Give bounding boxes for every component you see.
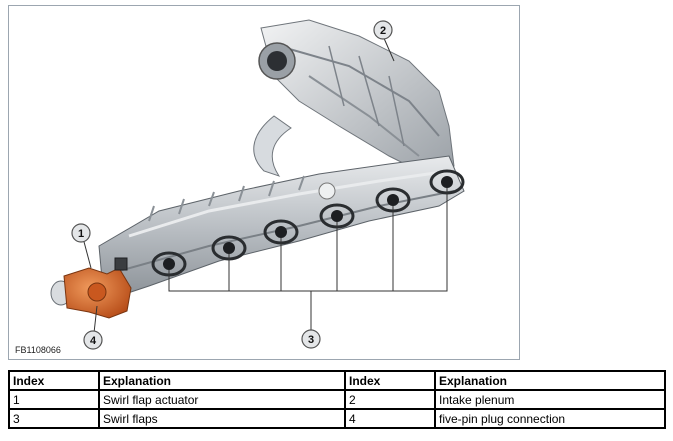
figure-code: FB1108066 [15, 345, 61, 355]
callout-2: 2 [373, 20, 393, 40]
legend-header-index: Index [8, 370, 100, 391]
table-row: 1 Swirl flap actuator 2 Intake plenum [8, 389, 666, 410]
legend-table: Index Explanation Index Explanation 1 Sw… [8, 370, 666, 429]
legend-header-explanation: Explanation [98, 370, 346, 391]
svg-text:2: 2 [380, 25, 386, 37]
legend-explanation: Intake plenum [434, 389, 666, 410]
legend-index: 4 [344, 408, 436, 429]
callout-3-leaders [168, 188, 448, 331]
svg-text:3: 3 [308, 334, 314, 346]
legend-index: 3 [8, 408, 100, 429]
legend-explanation: Swirl flaps [98, 408, 346, 429]
callout-1: 1 [71, 223, 91, 243]
legend-index: 2 [344, 389, 436, 410]
svg-text:1: 1 [78, 228, 84, 240]
legend-header-row: Index Explanation Index Explanation [8, 370, 666, 391]
legend-index: 1 [8, 389, 100, 410]
table-row: 3 Swirl flaps 4 five-pin plug connection [8, 408, 666, 429]
legend-explanation: five-pin plug connection [434, 408, 666, 429]
intake-plenum [253, 19, 455, 177]
callout-3: 3 [301, 329, 321, 349]
svg-text:4: 4 [90, 335, 97, 347]
legend-explanation: Swirl flap actuator [98, 389, 346, 410]
callout-4: 4 [83, 330, 103, 350]
intake-manifold-illustration: 1 2 3 4 [50, 19, 465, 350]
legend-header-explanation: Explanation [434, 370, 666, 391]
illustration-figure: 1 2 3 4 FB1108066 [8, 5, 520, 360]
swirl-flap-actuator [50, 257, 132, 319]
swirl-flap-ports [151, 169, 465, 277]
legend-header-index: Index [344, 370, 436, 391]
